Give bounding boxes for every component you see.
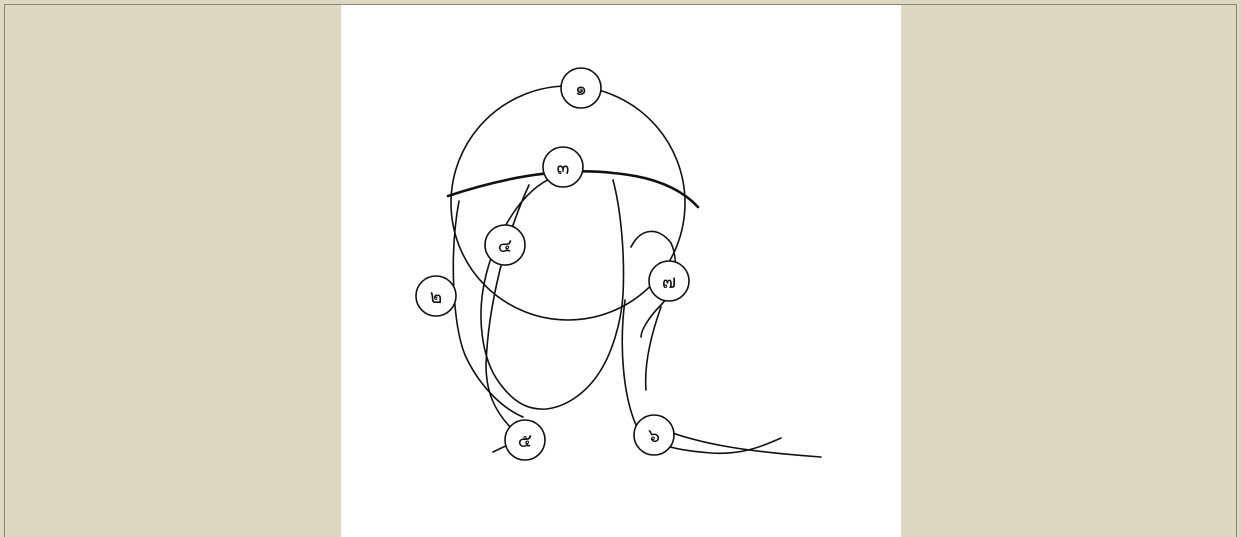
shoulder-line [659,428,821,457]
marker-5-label: ๕ [518,430,532,452]
marker-3-label: ๓ [557,157,570,179]
marker-6-label: ๖ [648,425,660,447]
face-oval [481,177,624,409]
marker-2-label: ๒ [430,286,443,308]
drawing-canvas: ๑ ๒ ๓ ๔ ๕ ๖ ๗ [341,5,901,537]
marker-7-label: ๗ [662,271,676,293]
marker-1-label: ๑ [575,78,587,100]
marker-4-label: ๔ [498,235,512,257]
head-construction-diagram: ๑ ๒ ๓ ๔ ๕ ๖ ๗ [341,5,901,537]
